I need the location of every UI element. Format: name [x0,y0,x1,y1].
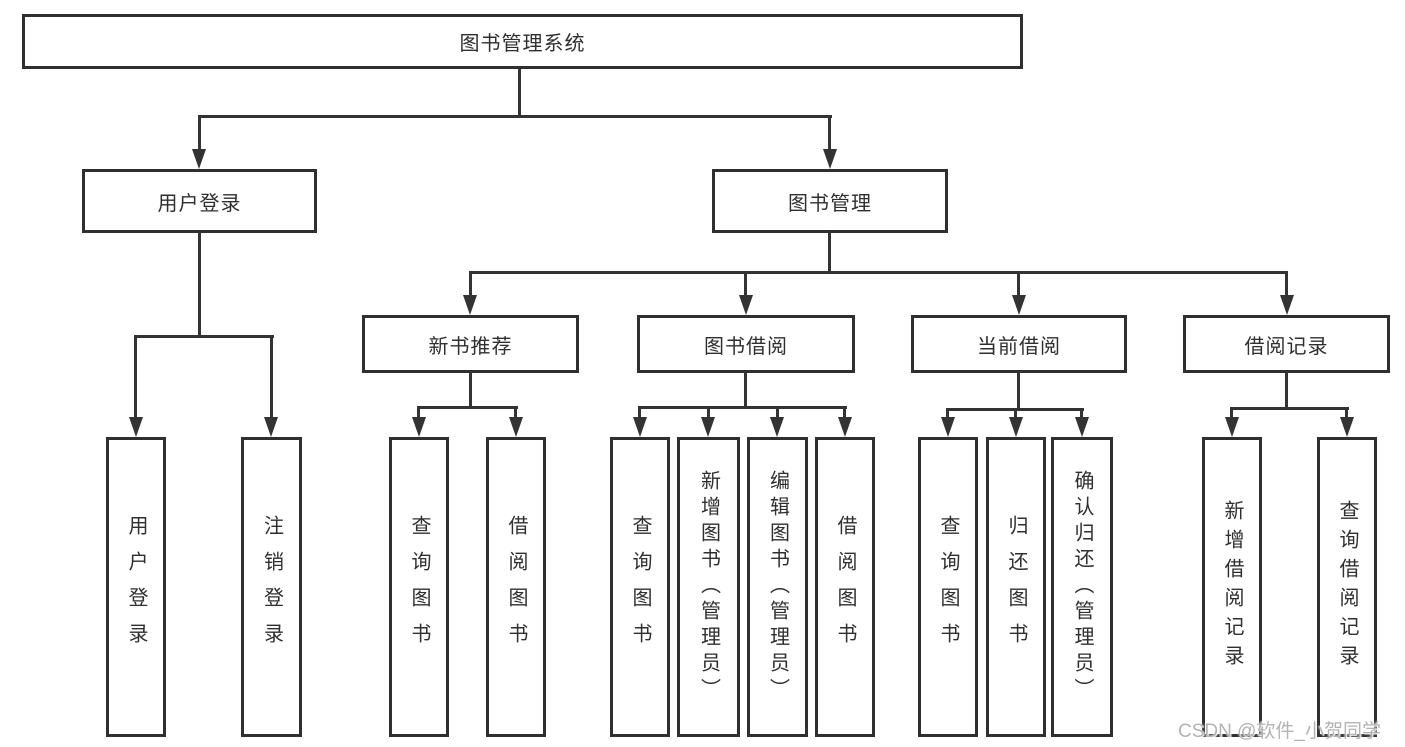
leaf-query-books-borrow: 查询图书 [610,437,670,737]
arrowhead-down-icon [192,149,206,169]
arrowhead-down-icon [1225,417,1239,437]
connector-line [828,115,831,153]
connector-line [744,271,747,298]
leaf-query-borrow-record: 查询借阅记录 [1317,437,1377,737]
arrowhead-down-icon [509,417,523,437]
connector-line [417,406,420,419]
connector-line [134,335,274,338]
node-label: 查询借阅记录 [1336,500,1358,674]
arrowhead-down-icon [633,417,647,437]
connector-line [707,406,710,419]
node-user-login: 用户登录 [82,169,317,233]
arrowhead-down-icon [129,417,143,437]
watermark: CSDN @软件_小贺同学 [1178,721,1381,742]
connector-line [946,408,949,419]
node-label: 查询图书 [408,515,430,659]
connector-line [518,69,521,118]
arrowhead-down-icon [1280,295,1294,315]
node-label: 当前借阅 [977,335,1061,358]
node-borrowing-records: 借阅记录 [1183,315,1390,373]
arrowhead-down-icon [1075,417,1089,437]
leaf-add-borrow-record: 新增借阅记录 [1202,437,1262,737]
connector-line [1230,407,1233,419]
connector-line [1285,371,1288,410]
connector-line [270,335,273,421]
connector-line [514,406,517,419]
node-label: 借阅图书 [505,515,527,659]
connector-line [828,231,831,274]
node-label: 归还图书 [1005,515,1027,659]
node-label: 新书推荐 [428,335,513,358]
arrowhead-down-icon [823,149,837,169]
connector-line [744,371,747,409]
node-label: 注销登录 [260,515,283,659]
node-label: 用户登录 [125,515,147,659]
leaf-confirm-return-admin: 确认归还（管理员） [1051,437,1113,737]
arrowhead-down-icon [264,417,278,437]
connector-line [469,371,472,409]
node-label: 借阅记录 [1244,335,1329,358]
arrowhead-down-icon [739,295,753,315]
arrowhead-down-icon [1012,295,1026,315]
leaf-query-books-current: 查询图书 [918,437,978,737]
node-book-management: 图书管理 [712,169,948,233]
connector-line [417,406,518,409]
node-label: 确认归还（管理员） [1071,470,1093,704]
connector-line [1017,371,1020,411]
arrowhead-down-icon [412,417,426,437]
connector-line [134,335,137,421]
node-label: 新增借阅记录 [1221,500,1243,674]
leaf-edit-book-admin: 编辑图书（管理员） [747,437,808,737]
connector-line [198,231,201,338]
connector-line [1285,271,1288,298]
connector-line [469,271,1288,274]
arrowhead-down-icon [770,417,784,437]
connector-line [843,406,846,419]
connector-line [1014,408,1017,419]
leaf-query-books-recommend: 查询图书 [389,437,449,737]
connector-line [1230,407,1349,410]
arrowhead-down-icon [1340,417,1354,437]
arrowhead-down-icon [463,295,477,315]
node-label: 新增图书（管理员） [697,470,720,704]
node-new-book-recommend: 新书推荐 [362,315,579,373]
node-label: 查询图书 [629,515,651,659]
node-label: 图书管理 [788,192,872,215]
connector-line [1345,407,1348,419]
node-label: 图书借阅 [704,335,788,358]
node-label: 图书管理系统 [459,33,586,55]
leaf-user-login: 用户登录 [106,437,166,737]
connector-line [638,406,847,409]
connector-line [638,406,641,419]
connector-line [1017,271,1020,298]
connector-line [198,115,832,118]
node-label: 用户登录 [157,192,242,215]
arrowhead-down-icon [701,417,715,437]
node-label: 借阅图书 [834,515,856,659]
leaf-return-book: 归还图书 [986,437,1046,737]
arrowhead-down-icon [1009,417,1023,437]
connector-line [469,271,472,298]
node-label: 查询图书 [937,515,959,659]
connector-line [776,406,779,419]
node-current-borrowing: 当前借阅 [911,315,1127,373]
arrowhead-down-icon [941,417,955,437]
arrowhead-down-icon [838,417,852,437]
leaf-borrow-books: 借阅图书 [815,437,875,737]
connector-line [198,115,201,153]
connector-line [1080,408,1083,419]
node-library-system: 图书管理系统 [22,14,1023,69]
leaf-logout: 注销登录 [241,437,302,737]
leaf-add-book-admin: 新增图书（管理员） [677,437,740,737]
node-book-borrowing: 图书借阅 [637,315,855,373]
node-label: 编辑图书（管理员） [766,470,789,704]
leaf-borrow-books-recommend: 借阅图书 [486,437,546,737]
